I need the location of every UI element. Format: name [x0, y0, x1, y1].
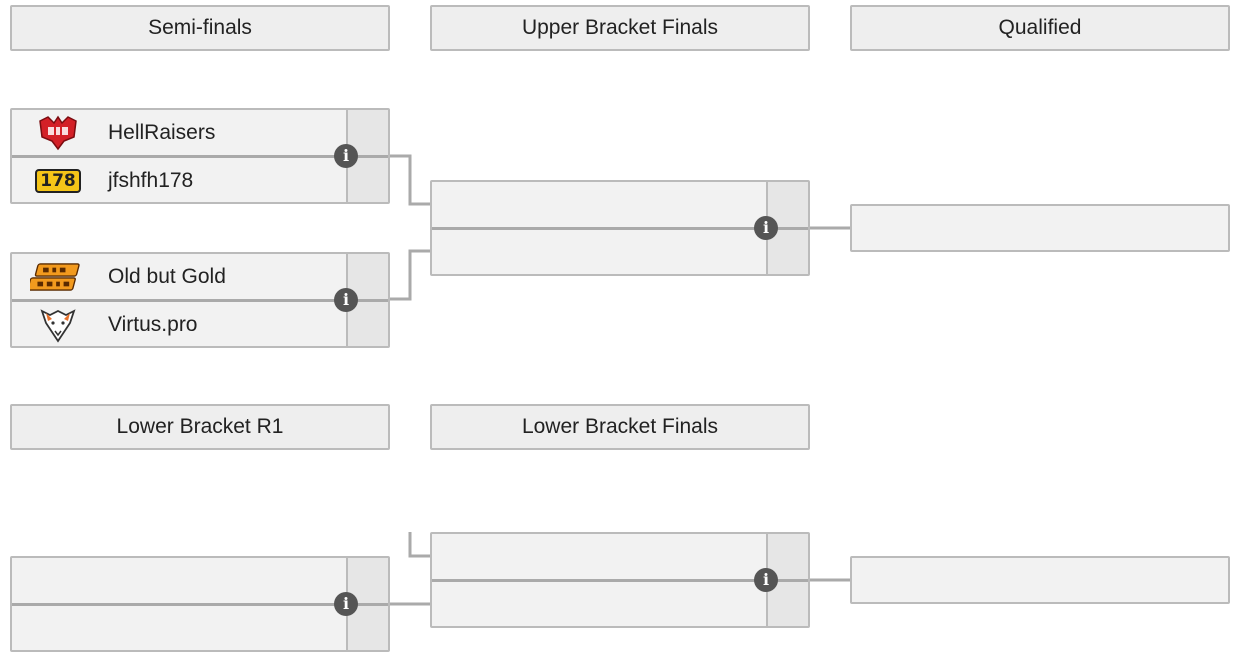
team-slot-empty[interactable] [432, 182, 764, 228]
team-slot-hellraisers[interactable]: HellRaisers [12, 110, 344, 156]
connector-sf1-ubf [388, 154, 432, 206]
connector-lower-stub [408, 532, 432, 558]
info-icon[interactable]: i [754, 568, 778, 592]
team-slot-empty[interactable] [432, 534, 764, 580]
team-slot-jfshfh178[interactable]: 178 jfshfh178 [12, 158, 344, 204]
team-name: jfshfh178 [108, 169, 194, 192]
info-icon[interactable]: i [334, 592, 358, 616]
team-slot-old-but-gold[interactable]: Old but Gold [12, 254, 344, 300]
round-header-lower-finals: Lower Bracket Finals [430, 404, 810, 450]
round-header-label: Lower Bracket R1 [116, 415, 284, 438]
team-name: Old but Gold [108, 265, 226, 288]
team-slot-empty[interactable] [432, 230, 764, 276]
round-header-semifinals: Semi-finals [10, 5, 390, 51]
info-icon[interactable]: i [334, 144, 358, 168]
info-icon[interactable]: i [754, 216, 778, 240]
slot-divider [432, 579, 808, 582]
match-semifinal-1[interactable]: HellRaisers 178 jfshfh178 [10, 108, 390, 204]
old-but-gold-logo [30, 257, 86, 297]
team-slot-virtus-pro[interactable]: Virtus.pro [12, 302, 344, 348]
match-semifinal-2[interactable]: Old but Gold Virtus.pro [10, 252, 390, 348]
round-header-label: Upper Bracket Finals [521, 16, 719, 39]
round-header-lower-r1: Lower Bracket R1 [10, 404, 390, 450]
info-icon[interactable]: i [334, 288, 358, 312]
virtus-pro-logo [30, 305, 86, 345]
team-name: HellRaisers [108, 121, 216, 144]
slot-divider [432, 227, 808, 230]
team-slot-empty[interactable] [12, 606, 344, 652]
round-header-label: Qualified [998, 16, 1082, 39]
match-lower-bracket-finals[interactable] [430, 532, 810, 628]
178-badge-logo: 178 [30, 161, 86, 201]
round-header-qualified: Qualified [850, 5, 1230, 51]
match-lower-bracket-r1[interactable] [10, 556, 390, 652]
qualified-slot-upper[interactable] [850, 204, 1230, 252]
slot-divider [12, 603, 388, 606]
round-header-upper-finals: Upper Bracket Finals [430, 5, 810, 51]
team-name: Virtus.pro [108, 313, 198, 336]
slot-divider [12, 299, 388, 302]
team-slot-empty[interactable] [12, 558, 344, 604]
qualified-slot-lower[interactable] [850, 556, 1230, 604]
round-header-label: Semi-finals [148, 16, 252, 39]
connector-sf2-ubf [388, 249, 432, 301]
match-upper-bracket-finals[interactable] [430, 180, 810, 276]
team-slot-empty[interactable] [432, 582, 764, 628]
slot-divider [12, 155, 388, 158]
hellraisers-logo [30, 113, 86, 153]
round-header-label: Lower Bracket Finals [521, 415, 719, 438]
